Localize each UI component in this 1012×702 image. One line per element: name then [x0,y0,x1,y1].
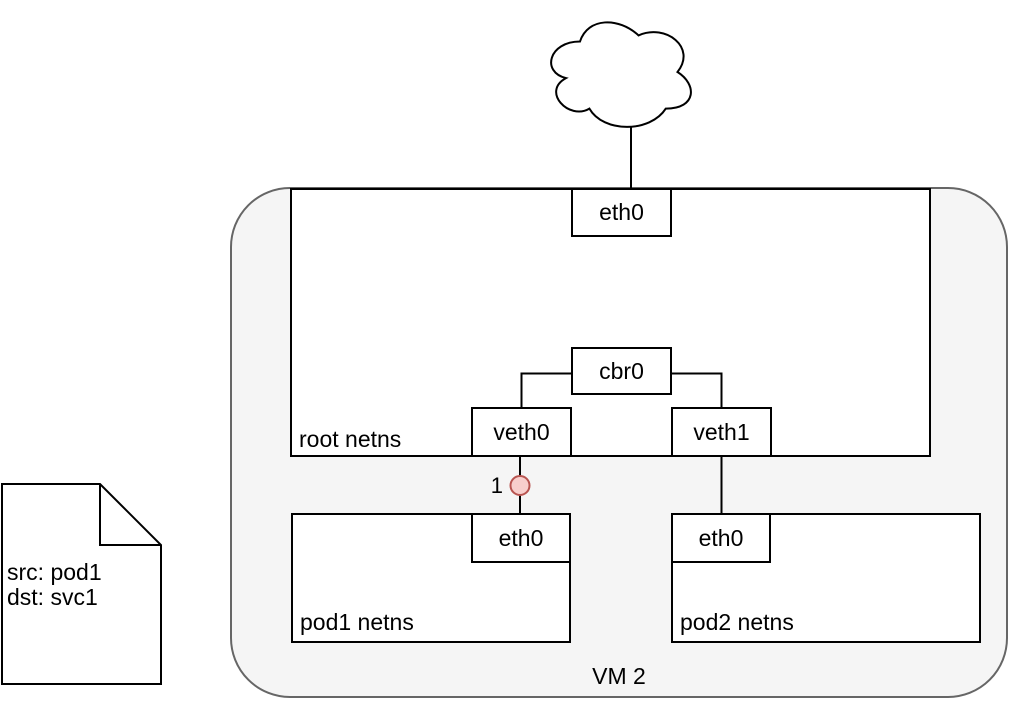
pod2-eth0-label: eth0 [698,524,744,551]
step-1-marker-label: 1 [490,473,503,498]
pod2-eth0-box: eth0 [671,513,771,563]
root-eth0-box: eth0 [571,188,672,237]
pod1-netns-label: pod1 netns [300,608,414,635]
cbr0-box: cbr0 [571,347,672,395]
pod2-netns-label: pod2 netns [680,608,794,635]
cbr0-label: cbr0 [599,357,644,384]
packet-note-dst: dst: svc1 [7,584,98,610]
pod1-eth0-label: eth0 [498,524,544,551]
packet-note-fold-icon [99,484,161,546]
root-netns-label: root netns [299,425,402,452]
internet-cloud-icon [550,21,692,128]
pod2-netns-box: pod2 netns [671,513,981,643]
vm2-label: VM 2 [592,663,646,689]
veth1-label: veth1 [693,418,750,445]
packet-note-src: src: pod1 [7,559,102,585]
veth0-label: veth0 [493,418,550,445]
pod1-eth0-box: eth0 [471,513,571,563]
root-eth0-label: eth0 [599,199,644,225]
packet-note-text: src: pod1 dst: svc1 [7,560,157,610]
veth0-box: veth0 [471,407,572,457]
veth1-box: veth1 [671,407,772,457]
